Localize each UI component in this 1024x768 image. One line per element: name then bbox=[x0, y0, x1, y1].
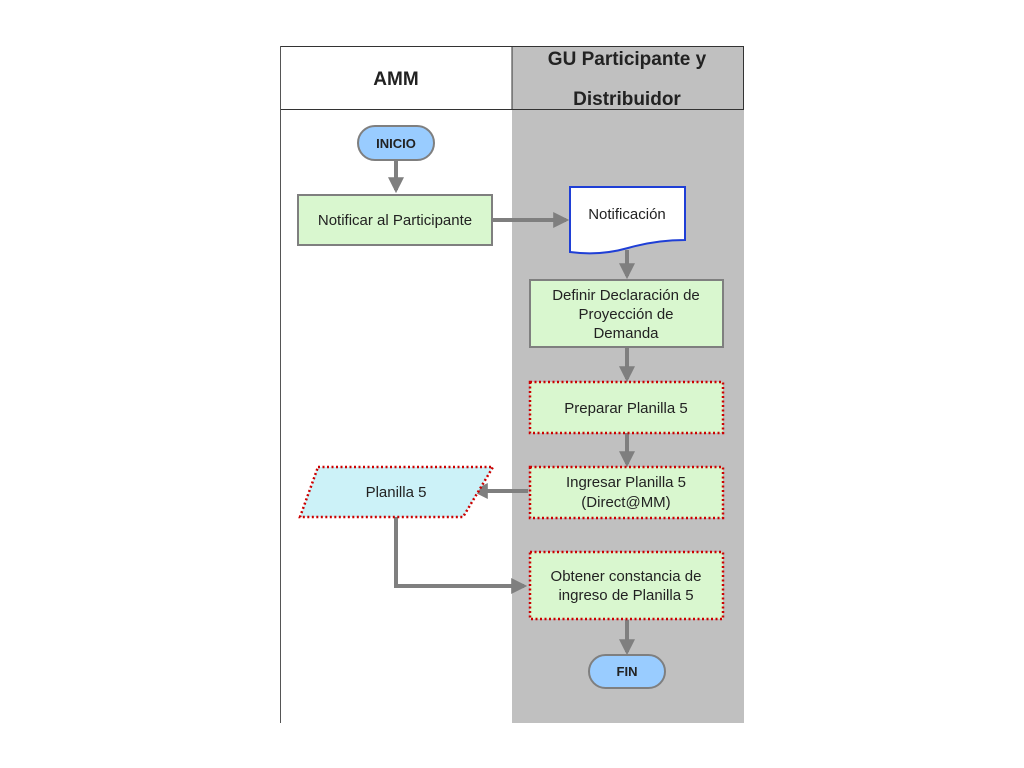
lane-amm-header bbox=[280, 46, 513, 110]
process-obtain-proof: Obtener constancia de ingreso de Planill… bbox=[528, 550, 725, 621]
process-define-label-line3: Demanda bbox=[593, 325, 659, 342]
process-notify-label: Notificar al Participante bbox=[318, 212, 472, 229]
process-prepare-planilla: Preparar Planilla 5 bbox=[528, 380, 725, 435]
process-prepare-label: Preparar Planilla 5 bbox=[564, 400, 687, 417]
process-enter-label-line2: (Direct@MM) bbox=[581, 494, 670, 511]
start-terminal: INICIO bbox=[357, 125, 435, 161]
document-notification-label: Notificación bbox=[588, 206, 666, 223]
process-define-label-line2: Proyección de bbox=[578, 306, 673, 323]
end-label: FIN bbox=[617, 664, 638, 679]
process-define-label-line1: Definir Declaración de bbox=[552, 287, 700, 304]
process-define-declaration: Definir Declaración de Proyección de Dem… bbox=[529, 279, 724, 348]
process-enter-label-line1: Ingresar Planilla 5 bbox=[566, 474, 686, 491]
process-notify-participant: Notificar al Participante bbox=[297, 194, 493, 246]
process-obtain-label-line1: Obtener constancia de bbox=[551, 568, 702, 585]
process-obtain-label-line2: ingreso de Planilla 5 bbox=[558, 587, 693, 604]
lane-gu-header bbox=[511, 46, 744, 110]
lane-title-gu-line1: GU Participante y bbox=[548, 49, 707, 70]
process-enter-planilla: Ingresar Planilla 5 (Direct@MM) bbox=[528, 465, 725, 520]
connectors bbox=[388, 160, 635, 656]
arrow-planilla-to-obtain bbox=[394, 517, 528, 594]
lane-title-amm: AMM bbox=[373, 69, 418, 90]
start-label: INICIO bbox=[376, 136, 416, 151]
document-notification: Notificación bbox=[569, 186, 686, 255]
data-planilla-label: Planilla 5 bbox=[366, 484, 427, 501]
data-planilla: Planilla 5 bbox=[298, 465, 496, 519]
end-terminal: FIN bbox=[588, 654, 666, 689]
lane-title-gu-line2: Distribuidor bbox=[573, 89, 681, 110]
